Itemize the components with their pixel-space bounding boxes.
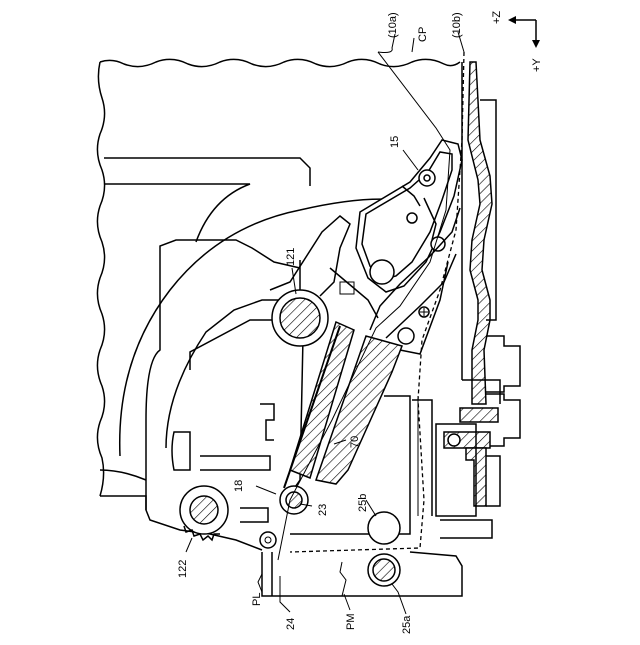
label-24: 24	[285, 618, 297, 630]
roller-24	[260, 532, 276, 548]
label-cp: CP	[417, 27, 429, 42]
roller-23	[280, 486, 308, 514]
y-axis-label: +Y	[531, 58, 543, 72]
z-axis-label: +Z	[491, 11, 503, 24]
roller-25a	[368, 554, 400, 586]
label-pm: PM	[345, 614, 357, 631]
label-121: 121	[285, 248, 297, 266]
label-18: 18	[233, 480, 245, 492]
label-pl: PL	[251, 593, 263, 606]
roller-121	[272, 290, 328, 346]
right-frame	[436, 62, 520, 538]
coordinate-axes	[508, 16, 540, 48]
roller-122	[180, 486, 228, 540]
label-15: 15	[389, 136, 401, 148]
label-23: 23	[317, 504, 329, 516]
label-122: 122	[177, 560, 189, 578]
label-25a: 25a	[401, 615, 413, 634]
label-10a: (10a)	[387, 12, 399, 38]
label-25b: 25b	[357, 494, 369, 512]
base-tray	[262, 552, 462, 596]
cover-frame	[146, 240, 300, 522]
label-10b: (10b)	[451, 12, 463, 38]
roller-25b	[368, 512, 400, 544]
label-70: 70	[349, 436, 361, 448]
